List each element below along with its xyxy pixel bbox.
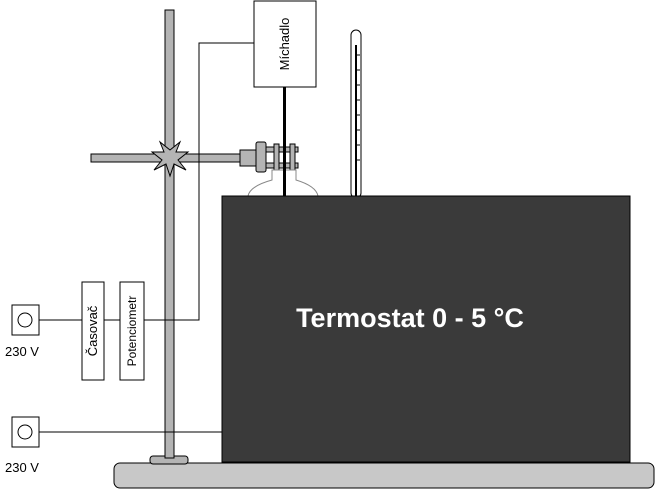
timer-box	[81, 281, 105, 381]
stirrer-box	[253, 0, 317, 88]
wiring	[38, 42, 254, 433]
socket-bottom-voltage: 230 V	[5, 460, 39, 475]
thermostat-body	[221, 195, 631, 463]
timer-label: Časovač	[85, 305, 100, 356]
base-platform	[113, 462, 655, 489]
clamp-boss	[150, 140, 190, 178]
thermometer	[350, 29, 362, 199]
potentiometer-label: Potenciometr	[125, 296, 139, 367]
stirrer-clamp	[239, 141, 299, 173]
stand-rod	[164, 9, 175, 459]
thermostat-label: Termostat 0 - 5 °C	[296, 303, 524, 333]
socket-top-voltage: 230 V	[5, 344, 39, 359]
power-socket-bottom	[11, 416, 40, 448]
stirrer-label: Míchadlo	[277, 18, 292, 71]
potentiometer-box	[119, 281, 145, 381]
stirrer-shaft	[283, 87, 286, 197]
power-socket-top	[11, 304, 40, 336]
